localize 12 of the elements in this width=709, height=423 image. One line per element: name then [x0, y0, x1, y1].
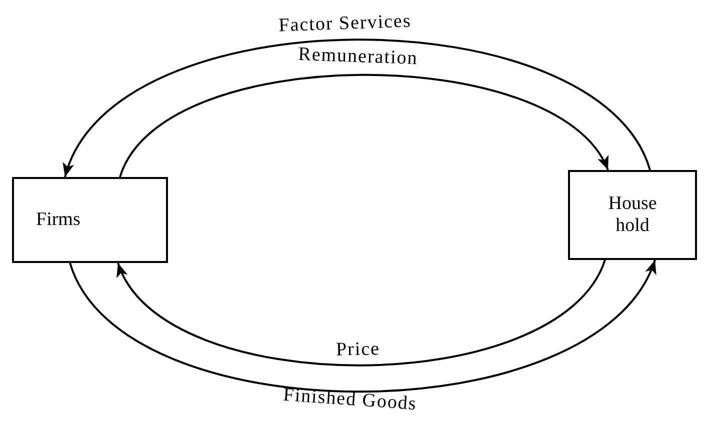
edge-label: Finished Goods	[282, 384, 418, 416]
edge-label: Remuneration	[298, 44, 418, 70]
process-box	[12, 177, 168, 263]
arrow	[64, 38, 651, 178]
arrow	[119, 74, 609, 178]
node-label: House hold	[607, 193, 658, 237]
process-box	[568, 170, 697, 260]
edge-label: Factor Services	[278, 10, 412, 38]
edge-label: Price	[336, 338, 380, 362]
arrow	[117, 260, 606, 366]
node-label: Firms	[36, 209, 80, 231]
arrow	[69, 260, 656, 393]
